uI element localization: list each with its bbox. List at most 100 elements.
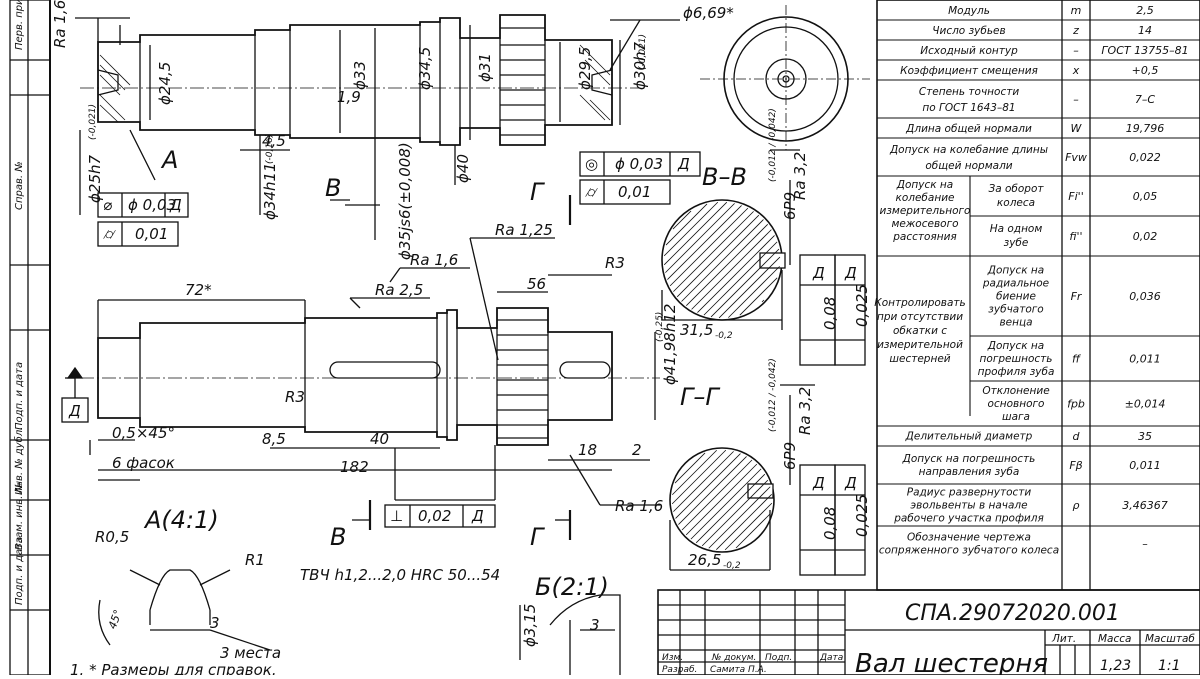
angle-label: 45°	[106, 608, 125, 631]
mass-value: 1,23	[1100, 658, 1131, 674]
param-name: по ГОСТ 1643–81	[922, 102, 1015, 114]
scale-value: 1:1	[1158, 658, 1181, 674]
group-label: Контролировать	[874, 297, 966, 309]
key-label: 6P9	[781, 192, 799, 220]
param-value: 2,5	[1136, 4, 1154, 17]
hatch-line	[761, 299, 765, 303]
param-value: –	[1142, 538, 1148, 551]
section-title: B–B	[702, 163, 747, 191]
param-value: +0,5	[1132, 64, 1159, 77]
param-symbol: d	[1073, 430, 1081, 443]
radius-label: R3	[285, 388, 305, 406]
group-label: Допуск на	[896, 179, 953, 191]
hatch-line	[674, 452, 706, 484]
param-symbol: –	[1073, 44, 1079, 57]
param-name: Допуск на	[987, 340, 1044, 352]
hatch-line	[708, 486, 771, 549]
hatch-line	[665, 203, 735, 273]
param-symbol: –	[1073, 93, 1079, 106]
side-label: Подп. и дата	[14, 362, 25, 430]
hatch-line	[672, 210, 692, 230]
designation: СПА.29072020.001	[905, 601, 1120, 626]
tol-ref: Д	[812, 264, 825, 282]
tolerance-label: (-0,16)	[265, 134, 275, 164]
tolerance-label: (-0,021)	[88, 104, 98, 140]
side-label: Справ. №	[14, 161, 25, 210]
dim-label: 3	[590, 616, 600, 634]
hatch-line	[665, 203, 708, 246]
tol-value: 0,08	[821, 297, 839, 330]
section-title: Г–Г	[680, 383, 720, 411]
row-label: Изм.	[662, 653, 683, 663]
param-value: 7–С	[1135, 93, 1155, 106]
hatch-line	[710, 248, 780, 318]
radius-label: R3	[605, 254, 625, 272]
param-name: колеса	[997, 197, 1035, 209]
dim-label: 18	[578, 441, 597, 459]
hatch-line	[718, 256, 781, 319]
dim-label: 1,9	[337, 88, 361, 106]
param-name: Отклонение	[982, 385, 1049, 397]
detail-title: Б(2:1)	[535, 573, 609, 601]
param-symbol: m	[1071, 4, 1082, 17]
param-name: Длина общей нормали	[905, 123, 1032, 135]
hatch-line	[701, 479, 769, 547]
roughness-label: Ra 2,5	[375, 281, 423, 299]
tol-symbol: ⌀	[103, 196, 112, 214]
param-value: 0,011	[1129, 459, 1161, 472]
param-symbol: W	[1071, 122, 1083, 135]
roughness-label: Ra 1,6	[615, 497, 663, 515]
radius-label: R0,5	[95, 528, 129, 546]
roughness-label: Ra 1,25	[495, 221, 553, 239]
tol-value: ϕ 0,03	[615, 155, 663, 173]
top-view-dimensions: Ra 1,6 ϕ24,5 ϕ33 1,9 ϕ34,5 ϕ31 ϕ29,5 ϕ30…	[51, 0, 734, 260]
hatch-line	[681, 459, 753, 531]
tolerance-label: (-0,021)	[638, 34, 648, 70]
diameter-label: ϕ33	[351, 61, 369, 90]
width-label: 26,5	[688, 551, 721, 569]
hatch-line	[678, 456, 747, 525]
param-symbol: Fβ	[1069, 459, 1082, 472]
roughness-label: Ra 3,2	[796, 387, 814, 435]
tol-value: 0,01	[135, 225, 168, 243]
dim-label: 72*	[185, 281, 212, 299]
header-mass: Масса	[1098, 633, 1131, 645]
section-gg-labels: Г–Г 6P9 (-0,012 / -0,042) Ra 3,2 26,5 -0…	[680, 358, 871, 571]
param-name: эвольвенты в начале	[910, 500, 1027, 512]
group-label: колебание	[896, 192, 955, 204]
section-bb-labels: B–B 6P9 (-0,012 / -0,042) Ra 3,2 31,5 -0…	[680, 108, 871, 341]
detail-marker: A	[160, 146, 178, 174]
param-name: Обозначение чертежа	[907, 532, 1031, 544]
dim-label: 4,5	[262, 132, 286, 150]
param-symbol: x	[1072, 64, 1080, 77]
developer-name: Самита П.А.	[710, 665, 767, 675]
tol-symbol: ⊥	[390, 507, 403, 525]
tol-ref: Д	[812, 474, 825, 492]
param-symbol: Fvw	[1065, 151, 1087, 164]
param-symbol: z	[1072, 24, 1079, 37]
param-name: сопряженного зубчатого колеса	[879, 545, 1059, 557]
hatch-line	[685, 463, 758, 536]
param-name: шага	[1002, 411, 1030, 423]
tolerance-label: (-0,25)	[655, 312, 665, 342]
hatch-line	[728, 266, 780, 318]
side-label: Инв. № дубл.	[13, 427, 25, 495]
param-name: Коэффициент смещения	[900, 65, 1038, 77]
group-label: обкатки с	[893, 325, 947, 337]
tol-ref: Д	[471, 507, 484, 525]
param-name: Число зубьев	[932, 25, 1005, 37]
param-name: Радиус развернутости	[907, 487, 1032, 499]
diameter-label: ϕ3,15	[521, 604, 539, 647]
param-name: Допуск на колебание длины	[889, 144, 1048, 156]
hatch-line	[681, 219, 764, 302]
dim-label: 56	[527, 275, 546, 293]
param-name: зубчатого	[988, 304, 1043, 316]
param-symbol: Fi''	[1068, 190, 1083, 203]
param-value: 0,036	[1129, 290, 1161, 303]
param-name: биение	[996, 291, 1036, 303]
diameter-label: ϕ31	[476, 53, 494, 82]
param-name: радиальное	[982, 278, 1049, 290]
param-name: венца	[999, 317, 1032, 329]
